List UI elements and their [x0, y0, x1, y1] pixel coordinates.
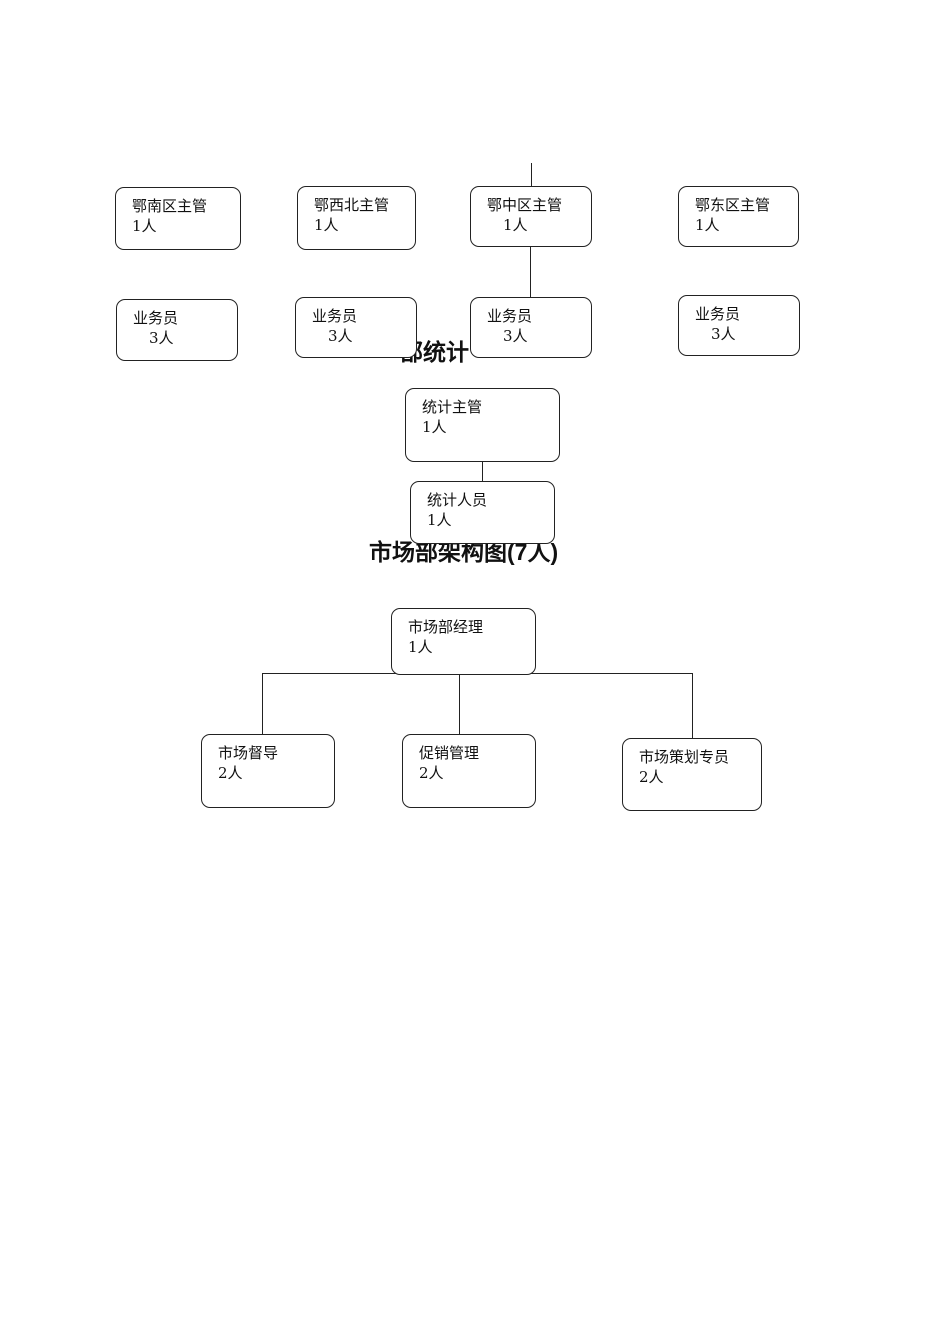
node-count: 1人 [422, 418, 447, 436]
org-node-e-central-supervisor: 鄂中区主管 1人 [470, 186, 592, 247]
node-title: 鄂西北主管 [314, 196, 390, 214]
node-title: 鄂南区主管 [132, 197, 208, 215]
node-title: 促销管理 [419, 744, 480, 762]
node-title: 业务员 [487, 307, 533, 325]
org-node-statistics-supervisor: 统计主管 1人 [405, 388, 560, 462]
node-count: 3人 [503, 327, 528, 345]
connector-line [692, 673, 694, 739]
node-title: 业务员 [133, 309, 179, 327]
node-title: 鄂东区主管 [695, 196, 771, 214]
node-count: 2人 [639, 768, 664, 786]
org-node-salesperson: 业务员 3人 [678, 295, 800, 356]
node-count: 3人 [328, 327, 353, 345]
org-node-marketing-manager: 市场部经理 1人 [391, 608, 536, 675]
node-title: 市场部经理 [408, 618, 484, 636]
node-title: 鄂中区主管 [487, 196, 563, 214]
org-node-promotion-management: 促销管理 2人 [402, 734, 536, 808]
connector-line [530, 247, 532, 297]
org-node-statistics-staff: 统计人员 1人 [410, 481, 555, 544]
node-count: 1人 [503, 216, 528, 234]
org-node-marketing-planner: 市场策划专员 2人 [622, 738, 762, 811]
connector-line [459, 673, 461, 735]
node-count: 2人 [419, 764, 444, 782]
org-node-salesperson: 业务员 3人 [295, 297, 417, 358]
node-count: 3人 [149, 329, 174, 347]
node-count: 1人 [132, 217, 157, 235]
node-title: 业务员 [312, 307, 358, 325]
org-node-salesperson: 业务员 3人 [116, 299, 238, 361]
org-node-e-east-supervisor: 鄂东区主管 1人 [678, 186, 799, 247]
node-count: 1人 [427, 511, 452, 529]
org-node-e-northwest-supervisor: 鄂西北主管 1人 [297, 186, 416, 250]
node-title: 市场督导 [218, 744, 279, 762]
org-node-e-south-supervisor: 鄂南区主管 1人 [115, 187, 241, 250]
node-count: 3人 [711, 325, 736, 343]
org-node-salesperson: 业务员 3人 [470, 297, 592, 358]
org-node-market-supervision: 市场督导 2人 [201, 734, 335, 808]
node-title: 市场策划专员 [639, 748, 730, 766]
connector-line [262, 673, 264, 735]
node-count: 1人 [695, 216, 720, 234]
node-title: 统计主管 [422, 398, 483, 416]
node-count: 1人 [314, 216, 339, 234]
node-title: 业务员 [695, 305, 741, 323]
node-title: 统计人员 [427, 491, 488, 509]
node-count: 1人 [408, 638, 433, 656]
node-count: 2人 [218, 764, 243, 782]
connector-line [482, 462, 484, 482]
connector-line [531, 163, 533, 187]
